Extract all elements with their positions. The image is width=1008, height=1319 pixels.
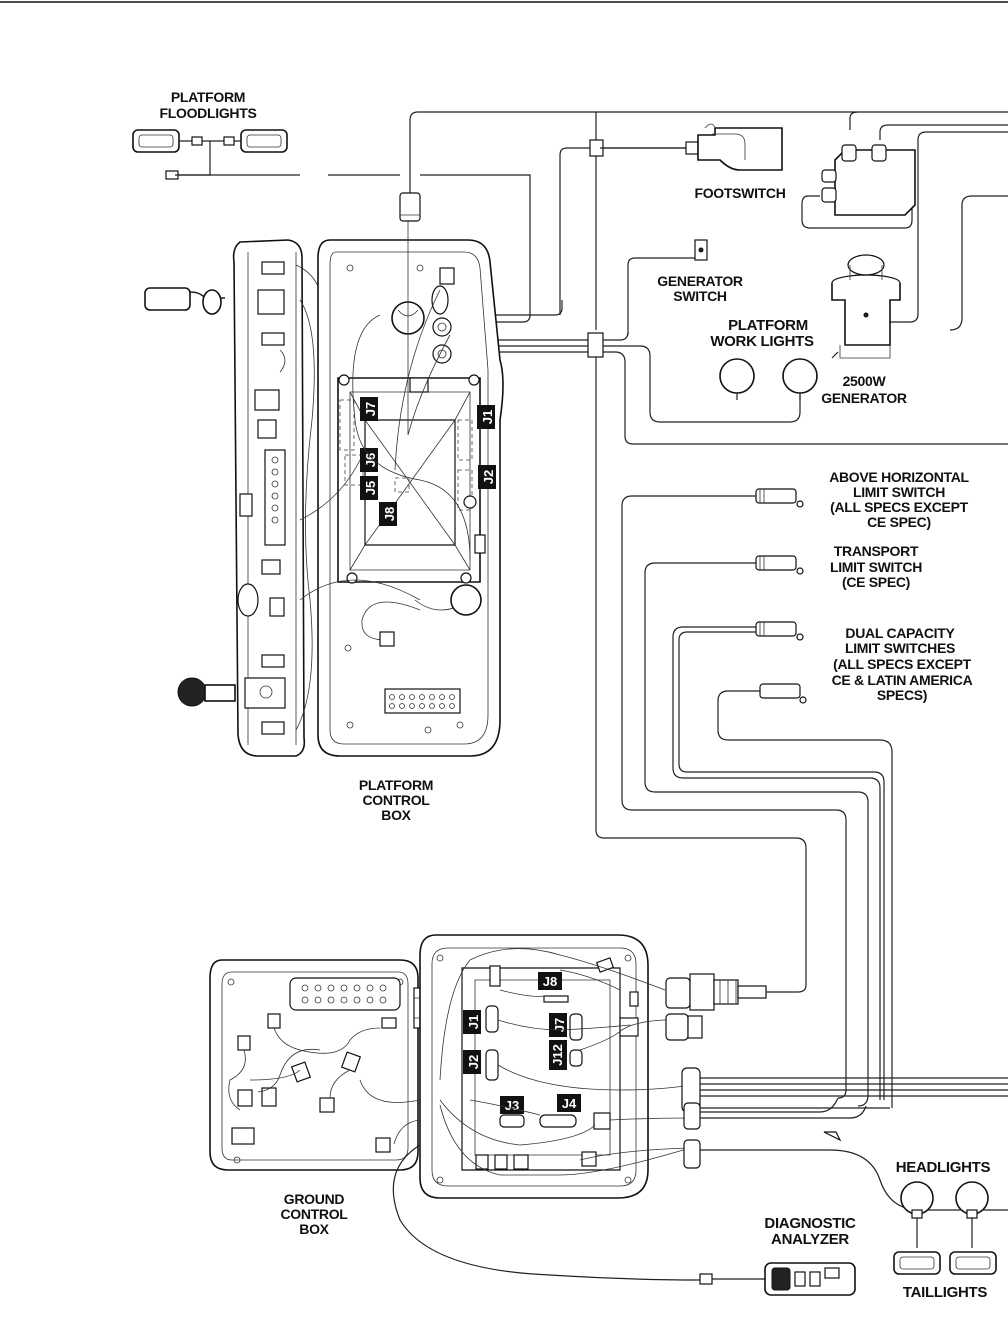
platform-harness [409, 111, 1008, 993]
platform-work-lights-label-1: PLATFORM [728, 317, 808, 334]
platform-connector-j2: J2 [481, 470, 496, 484]
above-horizontal-label-4: CE SPEC) [867, 514, 931, 530]
ground-connector-j4: J4 [562, 1096, 577, 1111]
ground-control-box-label-1: GROUND [284, 1191, 345, 1207]
footswitch [685, 123, 783, 171]
platform-connector-j8: J8 [382, 507, 397, 521]
ground-control-box: J8 J1 J7 J12 J2 J3 J4 [209, 934, 691, 1199]
platform-control-box-label-2: CONTROL [362, 792, 430, 808]
dual-capacity-label-5: SPECS) [877, 687, 927, 703]
platform-floodlights-label-1: PLATFORM [171, 89, 245, 105]
ground-control-box-label-2: CONTROL [280, 1206, 348, 1222]
diagnostic-analyzer-label-1: DIAGNOSTIC [764, 1215, 856, 1232]
limit-switches [621, 488, 893, 1108]
taillights-label: TAILLIGHTS [903, 1284, 988, 1301]
headlights [900, 1181, 989, 1248]
transport-label-2: LIMIT SWITCH [830, 559, 922, 575]
platform-control-box: J7 J1 J6 J2 J5 J8 [144, 192, 504, 757]
dual-capacity-label-3: (ALL SPECS EXCEPT [833, 656, 972, 672]
platform-connector-j1: J1 [480, 410, 495, 424]
generator-control-box [821, 144, 916, 216]
footswitch-label: FOOTSWITCH [694, 185, 785, 201]
ground-box-connectors [665, 973, 1008, 1211]
platform-control-box-label-1: PLATFORM [359, 777, 433, 793]
above-horizontal-label-2: LIMIT SWITCH [853, 484, 945, 500]
platform-connector-j5: J5 [363, 481, 378, 495]
platform-work-lights [719, 358, 818, 400]
ground-connector-j8: J8 [543, 974, 557, 989]
platform-connector-j6: J6 [363, 453, 378, 467]
platform-connector-j7: J7 [363, 402, 378, 416]
platform-work-lights-label-2: WORK LIGHTS [710, 333, 814, 350]
headlights-label: HEADLIGHTS [896, 1159, 991, 1176]
dual-capacity-label-2: LIMIT SWITCHES [845, 640, 955, 656]
ground-connector-j1: J1 [466, 1015, 481, 1029]
generator-switch-label-2: SWITCH [673, 288, 727, 304]
transport-label-1: TRANSPORT [834, 543, 919, 559]
generator-label-2: GENERATOR [821, 390, 907, 406]
above-horizontal-label-1: ABOVE HORIZONTAL [829, 469, 969, 485]
ground-connector-j7: J7 [552, 1018, 567, 1032]
diagnostic-analyzer [392, 1144, 856, 1296]
generator-label-1: 2500W [843, 373, 887, 389]
ground-connector-j2: J2 [466, 1055, 481, 1069]
dual-capacity-label-1: DUAL CAPACITY [845, 625, 955, 641]
above-horizontal-label-3: (ALL SPECS EXCEPT [830, 499, 969, 515]
taillights [893, 1251, 997, 1275]
dual-capacity-label-4: CE & LATIN AMERICA [832, 672, 973, 688]
ground-connector-j3: J3 [505, 1098, 519, 1113]
ground-connector-j12: J12 [550, 1044, 565, 1066]
generator-switch-label-1: GENERATOR [657, 273, 743, 289]
generator-switch [694, 239, 708, 261]
transport-label-3: (CE SPEC) [842, 574, 910, 590]
platform-floodlights-label-2: FLOODLIGHTS [159, 105, 256, 121]
diagnostic-analyzer-label-2: ANALYZER [771, 1231, 849, 1248]
platform-floodlights [132, 129, 400, 180]
ground-control-box-label-3: BOX [299, 1221, 329, 1237]
generator [831, 254, 901, 359]
platform-control-box-label-3: BOX [381, 807, 411, 823]
